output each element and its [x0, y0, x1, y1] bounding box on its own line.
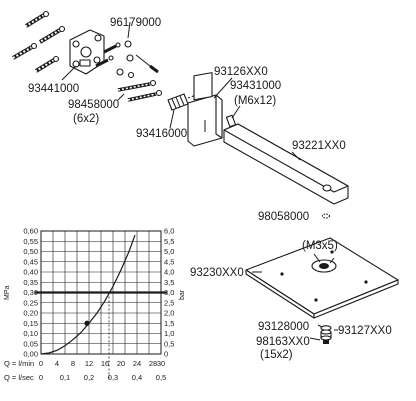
- y-left-tick: 0,40: [23, 268, 38, 277]
- y-right-tick: 5,0: [164, 247, 174, 256]
- shower-head-plate: [245, 237, 399, 319]
- y-left-tick: 0,15: [23, 319, 38, 328]
- long-screws: [117, 79, 163, 102]
- x-lsec-tick: 0,2: [84, 373, 94, 382]
- leader-93416000: [169, 109, 175, 129]
- x-lmin-tick: 8: [71, 359, 75, 368]
- screw-1: [24, 10, 50, 28]
- flow-rate-chart: 0,600,550,500,450,400,350,300,250,200,15…: [4, 227, 186, 383]
- y-right-tick: 4,0: [164, 268, 174, 277]
- y-right-tick: 0,5: [164, 339, 174, 348]
- label-93128000: 93128000: [258, 321, 309, 333]
- y-left-tick: 0,55: [23, 237, 38, 246]
- y-left-tick: 0,35: [23, 278, 38, 287]
- leader-93221xx0: [291, 151, 301, 161]
- anchor-screws-group: [11, 10, 197, 129]
- label-93416000: 93416000: [136, 128, 187, 140]
- y-right-tick: 3,5: [164, 278, 174, 287]
- x-lsec-tick: 0,5: [156, 373, 166, 382]
- x-lsec-tick: 0,1: [60, 373, 70, 382]
- label-98163xx0: 98163XX0: [256, 336, 310, 348]
- x-lsec-tick: 0,3: [108, 373, 118, 382]
- x-lmin-tick: 16: [101, 359, 109, 368]
- label-m6x12: (M6x12): [234, 95, 276, 107]
- y-left-tick: 0,25: [23, 298, 38, 307]
- shower-arm: [223, 123, 349, 205]
- y-right-tick: 1,5: [164, 319, 174, 328]
- wall-flange: [187, 72, 223, 147]
- label-93441000: 93441000: [28, 83, 79, 95]
- label-98058000: 98058000: [258, 211, 309, 223]
- label-98458000: 98458000: [68, 99, 119, 111]
- x-lmin-tick: 28: [149, 359, 157, 368]
- x-lsec-axis-label: Q = l/sec: [4, 373, 34, 382]
- screw-4: [34, 55, 60, 73]
- x-lmin-tick: 4: [55, 359, 59, 368]
- jet-nozzle-stack: [320, 325, 332, 344]
- label-93230xx0: 93230XX0: [190, 267, 244, 279]
- x-lmin-tick: 12: [85, 359, 93, 368]
- x-lmin-tick: 20: [117, 359, 125, 368]
- label-96179000: 96179000: [110, 17, 161, 29]
- x-lsec-tick-labels: 0 0,1 0,2 0,3 0,4 0,5: [39, 373, 166, 382]
- y-left-tick: 0,60: [23, 227, 38, 236]
- washers-column: [116, 40, 159, 79]
- x-lmin-tick: 24: [133, 359, 141, 368]
- y-left-axis-label: MPa: [4, 286, 11, 301]
- leader-96179000: [127, 21, 131, 39]
- leader-93441000: [61, 65, 77, 81]
- label-93221xx0: 93221XX0: [292, 140, 346, 152]
- x-lmin-tick: 0: [39, 359, 43, 368]
- y-right-tick: 5,5: [164, 237, 174, 246]
- x-lsec-tick: 0,4: [132, 373, 142, 382]
- label-93126xx0: 93126XX0: [214, 66, 268, 78]
- x-lmin-axis-label: Q = l/min: [4, 359, 34, 368]
- y-right-tick: 6,0: [164, 227, 174, 236]
- y-left-tick: 0,10: [23, 329, 38, 338]
- label-93431000: 93431000: [230, 80, 281, 92]
- label-98458000-qty: (6x2): [73, 113, 99, 125]
- y-right-tick: 0: [164, 350, 168, 359]
- screw-3: [11, 42, 38, 60]
- y-left-tick: 0,00: [23, 350, 38, 359]
- y-left-tick: 0,50: [23, 247, 38, 256]
- y-right-axis-label: bar: [179, 289, 186, 300]
- y-right-tick-labels: 6,05,55,04,5 4,03,53,02,5 2,01,51,00,5 0: [164, 227, 174, 359]
- label-98163xx0-qty: (15x2): [260, 349, 293, 361]
- o-ring-98058000: [321, 213, 331, 219]
- y-right-tick: 1,0: [164, 329, 174, 338]
- x-lsec-tick: 0: [39, 373, 43, 382]
- x-lmin-tick: 30: [157, 359, 165, 368]
- y-left-tick-labels: 0,600,550,500,45 0,400,350,300,25 0,200,15…: [23, 227, 38, 359]
- y-left-tick: 0,05: [23, 339, 38, 348]
- leader-93126xx0: [213, 77, 233, 99]
- leader-98458000: [117, 93, 125, 101]
- operating-point: [84, 320, 90, 326]
- mounting-screws: [95, 42, 121, 68]
- screw-2: [38, 25, 66, 44]
- y-right-tick: 2,0: [164, 309, 174, 318]
- y-right-tick: 2,5: [164, 298, 174, 307]
- y-right-tick: 3,0: [164, 288, 174, 297]
- mounting-plate: [69, 29, 105, 75]
- flow-curve: [40, 234, 136, 355]
- leader-93128000: [317, 324, 323, 328]
- y-right-tick: 4,5: [164, 257, 174, 266]
- leader-98163xx0: [309, 337, 321, 341]
- y-left-tick: 0,30: [23, 288, 38, 297]
- label-m3x5: (M3x5): [302, 240, 338, 252]
- label-93127xx0: 93127XX0: [338, 325, 392, 337]
- y-left-tick: 0,45: [23, 257, 38, 266]
- y-left-tick: 0,20: [23, 309, 38, 318]
